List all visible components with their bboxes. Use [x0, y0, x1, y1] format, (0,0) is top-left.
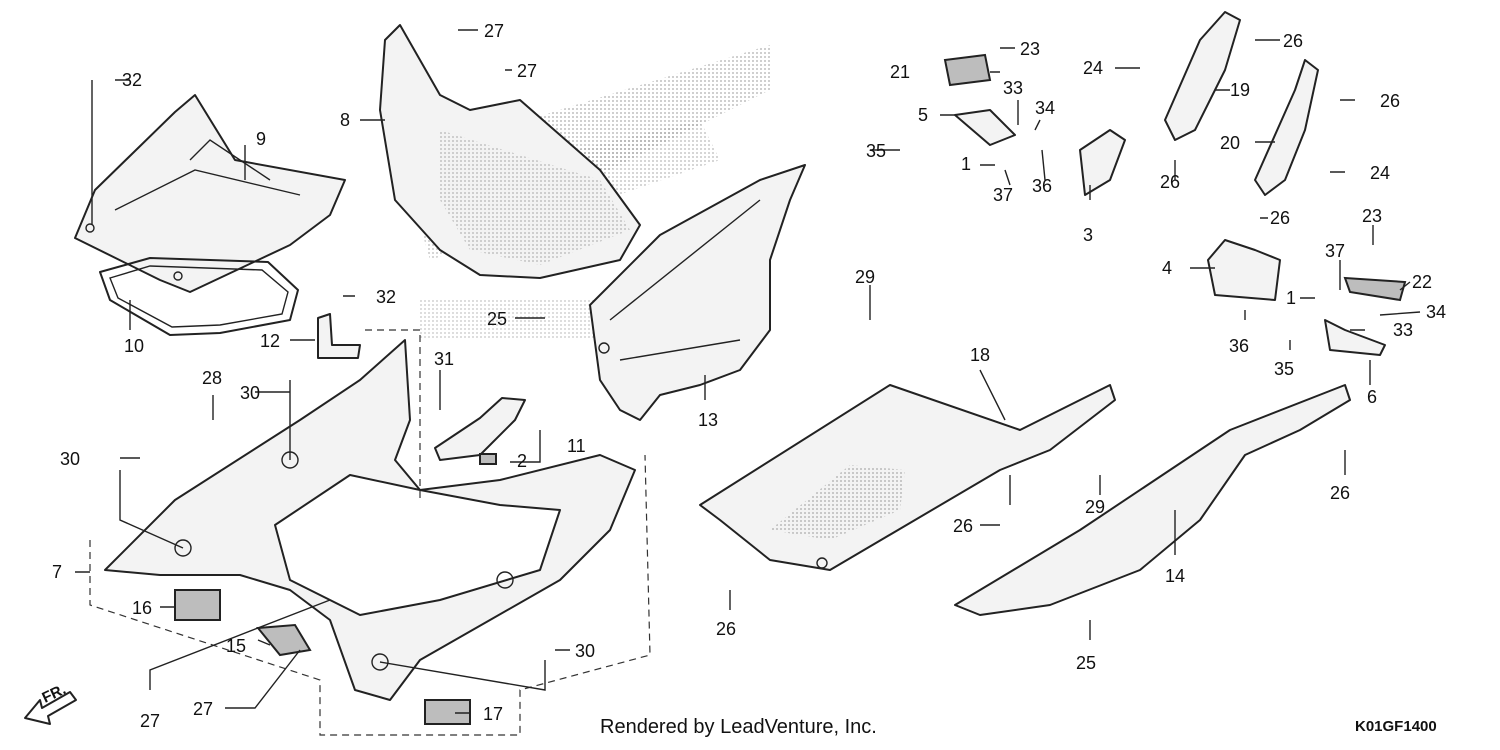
leader-lines: [75, 29, 1421, 714]
callout-26: 26: [716, 619, 736, 639]
callout-30: 30: [575, 641, 595, 661]
front-direction-arrow-icon: [24, 691, 77, 725]
callout-36: 36: [1229, 336, 1249, 356]
part-20-rail: [1254, 59, 1319, 196]
callout-23: 23: [1020, 39, 1040, 59]
part-21-step: [943, 53, 992, 87]
diagram-code: K01GF1400: [1355, 718, 1437, 735]
callout-26: 26: [1160, 172, 1180, 192]
callout-15: 15: [226, 636, 246, 656]
callout-30: 30: [60, 449, 80, 469]
callout-33: 33: [1003, 78, 1023, 98]
callout-24: 24: [1370, 163, 1390, 183]
part-7-center-cover: [89, 329, 651, 736]
callout-34: 34: [1426, 302, 1446, 322]
callout-16: 16: [132, 598, 152, 618]
callout-31: 31: [434, 349, 454, 369]
part-18-floor-step: [699, 384, 1116, 571]
callout-18: 18: [970, 345, 990, 365]
part-12-bracket: [317, 313, 361, 359]
callout-26: 26: [1380, 91, 1400, 111]
callout-30: 30: [240, 383, 260, 403]
callout-25: 25: [1076, 653, 1096, 673]
callout-36: 36: [1032, 176, 1052, 196]
part-16-pad: [174, 589, 221, 621]
callout-19: 19: [1230, 80, 1250, 100]
part-13-side-panel: [589, 164, 806, 421]
callout-1: 1: [1286, 288, 1296, 308]
callout-32: 32: [122, 70, 142, 90]
callout-6: 6: [1367, 387, 1377, 407]
callout-23: 23: [1362, 206, 1382, 226]
callout-10: 10: [124, 336, 144, 356]
callout-13: 13: [698, 410, 718, 430]
callout-17: 17: [483, 704, 503, 724]
callout-24: 24: [1083, 58, 1103, 78]
callout-26: 26: [1270, 208, 1290, 228]
part-15-cushion: [256, 623, 312, 657]
part-8-inner-cover: [379, 24, 641, 279]
part-19-rail: [1164, 11, 1241, 141]
part-9-cover: [74, 94, 346, 293]
callout-20: 20: [1220, 133, 1240, 153]
callout-21: 21: [890, 62, 910, 82]
callout-37: 37: [993, 185, 1013, 205]
callout-1: 1: [961, 154, 971, 174]
callout-27: 27: [517, 61, 537, 81]
footer-credit: Rendered by LeadVenture, Inc.: [600, 716, 877, 738]
callout-37: 37: [1325, 241, 1345, 261]
part-11-duct: [434, 397, 526, 465]
part-22-step: [1343, 276, 1407, 302]
callout-35: 35: [866, 141, 886, 161]
callout-14: 14: [1165, 566, 1185, 586]
callout-3: 3: [1083, 225, 1093, 245]
callout-9: 9: [256, 129, 266, 149]
part-17-pad: [424, 699, 471, 725]
callout-33: 33: [1393, 320, 1413, 340]
callout-5: 5: [918, 105, 928, 125]
callout-32: 32: [376, 287, 396, 307]
callout-27: 27: [140, 711, 160, 731]
callout-22: 22: [1412, 272, 1432, 292]
callout-26: 26: [953, 516, 973, 536]
callout-35: 35: [1274, 359, 1294, 379]
callout-29: 29: [1085, 497, 1105, 517]
callout-26: 26: [1283, 31, 1303, 51]
callout-labels: 32 9 10 27 27 8 32 12 28 30 30 31 25 11 …: [52, 21, 1446, 731]
callout-28: 28: [202, 368, 222, 388]
callout-12: 12: [260, 331, 280, 351]
callout-27: 27: [484, 21, 504, 41]
callout-2: 2: [517, 451, 527, 471]
part-5-pedal: [954, 109, 1016, 146]
callout-27: 27: [193, 699, 213, 719]
callout-34: 34: [1035, 98, 1055, 118]
part-6-pedal: [1324, 319, 1386, 356]
part-4-bracket: [1207, 239, 1281, 301]
part-3-bracket: [1079, 129, 1126, 196]
callout-11: 11: [567, 436, 586, 456]
callout-25: 25: [487, 309, 507, 329]
part-14-side-skirt: [954, 384, 1351, 616]
callout-26: 26: [1330, 483, 1350, 503]
callout-7: 7: [52, 562, 62, 582]
callout-4: 4: [1162, 258, 1172, 278]
callout-29: 29: [855, 267, 875, 287]
callout-8: 8: [340, 110, 350, 130]
